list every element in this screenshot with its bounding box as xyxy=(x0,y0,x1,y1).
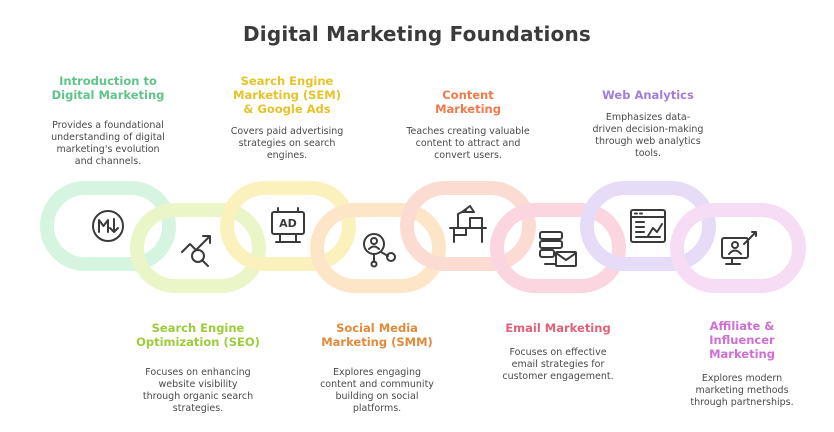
chain-link-5 xyxy=(400,181,536,271)
chain-link-6 xyxy=(490,203,626,293)
step-title-5: Content Marketing xyxy=(435,88,501,116)
step-title-8: Affiliate & Influencer Marketing xyxy=(709,319,775,361)
step-title-3: Search Engine Marketing (SEM) & Google A… xyxy=(233,74,341,116)
step-description-6: Focuses on effective email strategies fo… xyxy=(502,347,614,382)
step-title-6: Email Marketing xyxy=(505,321,611,335)
step-description-1: Provides a foundational understanding of… xyxy=(51,120,165,167)
step-block-6: Email Marketing Focuses on effective ema… xyxy=(478,321,638,383)
analytics-dashboard-icon xyxy=(630,209,666,243)
step-block-1: Introduction to Digital Marketing Provid… xyxy=(28,74,188,168)
svg-text:AD: AD xyxy=(279,217,297,230)
step-description-2: Focuses on enhancing website visibility … xyxy=(142,367,254,414)
step-title-7: Web Analytics xyxy=(602,88,694,102)
step-block-3: Search Engine Marketing (SEM) & Google A… xyxy=(207,74,367,162)
chain-link-1 xyxy=(40,181,176,271)
markdown-download-icon xyxy=(92,210,124,242)
step-block-7: Web Analytics Emphasizes data- driven de… xyxy=(568,88,728,160)
ad-billboard-icon: AD xyxy=(271,207,305,243)
influencer-screen-icon xyxy=(721,231,757,265)
step-description-8: Explores modern marketing methods throug… xyxy=(690,373,794,408)
chain-link-3 xyxy=(220,181,356,271)
step-block-8: Affiliate & Influencer Marketing Explore… xyxy=(662,319,822,409)
step-block-5: Content Marketing Teaches creating valua… xyxy=(388,88,548,162)
step-block-4: Social Media Marketing (SMM) Explores en… xyxy=(297,321,457,415)
desk-lamp-icon xyxy=(449,205,487,243)
step-description-3: Covers paid advertising strategies on se… xyxy=(230,126,344,161)
step-description-7: Emphasizes data- driven decision-making … xyxy=(592,112,704,159)
chain-link-4 xyxy=(310,203,446,293)
step-block-2: Search Engine Optimization (SEO) Focuses… xyxy=(118,321,278,415)
trend-search-icon xyxy=(181,235,211,267)
diagram-title: Digital Marketing Foundations xyxy=(242,22,591,46)
step-title-4: Social Media Marketing (SMM) xyxy=(321,321,433,349)
chain-link-2 xyxy=(130,203,266,293)
user-network-icon xyxy=(363,233,396,268)
step-description-4: Explores engaging content and community … xyxy=(320,367,434,414)
step-title-1: Introduction to Digital Marketing xyxy=(51,74,165,102)
chain-link-7 xyxy=(580,181,716,271)
step-description-5: Teaches creating valuable content to att… xyxy=(406,126,530,161)
server-mail-icon xyxy=(539,231,577,267)
step-title-2: Search Engine Optimization (SEO) xyxy=(136,321,260,349)
chain-link-8 xyxy=(670,203,806,293)
